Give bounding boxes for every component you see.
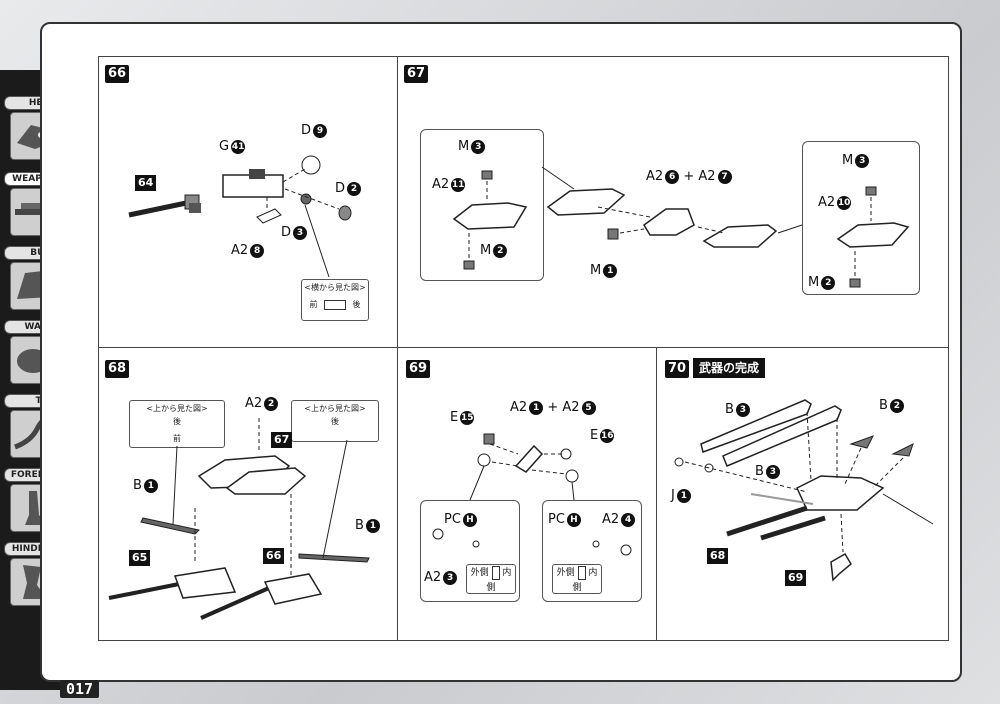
label-front: 前 [173,434,181,443]
side-view-note: <横から見た図> 前 後 [301,279,369,321]
top-view-note-right: <上から見た図> 後 [291,400,379,442]
part-outline-icon [491,565,500,580]
label-front: 前 [309,300,318,309]
ref-step-67: 67 [271,432,293,448]
step-66-diagram [128,155,352,278]
top-view-title: <上から見た図> [304,404,366,413]
top-view-note-left: <上から見た図> 後 前 [129,400,225,448]
step-69-diagram [432,433,632,556]
ref-step-68: 68 [707,548,729,564]
label-inner: 内側 [486,568,512,593]
label-outer: 外側 [556,568,575,578]
step-number: 66 [105,65,130,83]
step-68-diagram [108,418,370,620]
part-outline-icon [577,565,586,580]
orientation-note-left: 外側 内側 [466,564,516,594]
step-70-diagram [674,399,934,582]
step-number: 69 [406,360,431,378]
ref-step-66: 66 [263,548,285,564]
label-back: 後 [173,417,181,426]
step-title: 武器の完成 [693,358,766,378]
label-back: 後 [352,300,361,309]
side-view-part-icon [324,299,346,310]
ref-step-69: 69 [785,570,807,586]
page-number: 017 [60,680,100,698]
ref-step-64: 64 [135,175,157,191]
step-number: 70 [665,360,690,378]
step-number: 68 [105,360,130,378]
label-back: 後 [331,417,339,426]
side-view-title: <横から見た図> [304,283,366,292]
step-number: 67 [404,65,429,83]
ref-step-65: 65 [129,550,151,566]
step-67-diagram [452,166,910,288]
orientation-note-right: 外側 内側 [552,564,602,594]
label-inner: 内側 [572,568,598,593]
label-outer: 外側 [470,568,489,578]
top-view-title: <上から見た図> [146,404,208,413]
